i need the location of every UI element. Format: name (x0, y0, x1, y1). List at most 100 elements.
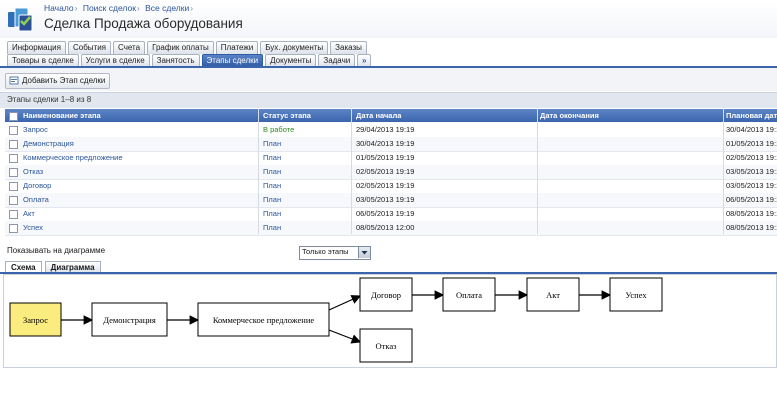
flow-node-label: Отказ (376, 341, 398, 351)
stage-name-link[interactable]: Договор (23, 181, 52, 190)
stage-status[interactable]: План (263, 223, 282, 232)
column-header-name[interactable]: Наименование этапа (23, 111, 101, 120)
table-row[interactable]: Отказ План 02/05/2013 19:19 03/05/2013 19:1… (5, 165, 777, 180)
stage-planned-date: 08/05/2013 19:19 (726, 209, 777, 218)
stage-end-date (540, 193, 720, 207)
column-header-planned-date[interactable]: Плановая дата (726, 111, 777, 120)
flow-node-act[interactable] (526, 277, 580, 312)
flow-node-success[interactable] (609, 277, 663, 312)
flow-node-contract[interactable] (359, 277, 413, 312)
flow-node-demo[interactable] (91, 302, 168, 337)
breadcrumb-search-deals[interactable]: Поиск сделок (82, 3, 136, 13)
tab-deal-products[interactable]: Товары в сделке (7, 54, 79, 67)
add-stage-button[interactable]: Добавить Этап сделки (5, 73, 111, 89)
stage-planned-date: 08/05/2013 19:19 (726, 223, 777, 232)
stage-status[interactable]: План (263, 195, 282, 204)
dropdown-arrow-icon[interactable] (358, 247, 370, 258)
stage-end-date (540, 151, 720, 165)
flow-node-label: Успех (625, 290, 647, 300)
add-document-icon (9, 76, 19, 85)
column-header-status[interactable]: Статус этапа (263, 111, 311, 120)
diagram-tabs: Схема Диаграмма (5, 261, 101, 273)
stage-end-date (540, 137, 720, 151)
table-row[interactable]: Коммерческое предложение План 01/05/2013 1… (5, 151, 777, 166)
page-header (0, 0, 777, 38)
flow-node-label: Оплата (456, 290, 482, 300)
stage-status[interactable]: План (263, 167, 282, 176)
tab-invoices[interactable]: Счета (113, 41, 146, 54)
select-all-checkbox[interactable] (9, 112, 18, 121)
tab-deal-services[interactable]: Услуги в сделке (80, 54, 150, 67)
flow-node-payment[interactable] (442, 277, 496, 312)
stage-name-link[interactable]: Коммерческое предложение (23, 153, 123, 162)
stage-start-date: 01/05/2013 19:19 (356, 153, 415, 162)
row-checkbox[interactable] (9, 224, 18, 233)
row-checkbox[interactable] (9, 182, 18, 191)
tab-payment-schedule[interactable]: График оплаты (147, 41, 214, 54)
page-footer-area (0, 368, 777, 419)
flow-arrow (328, 295, 362, 311)
tab-occupancy[interactable]: Занятость (151, 54, 200, 67)
stage-planned-date: 03/05/2013 19:19 (726, 167, 777, 176)
double-chevron-down-icon[interactable]: » (357, 54, 372, 67)
stage-status[interactable]: План (263, 181, 282, 190)
tab-accounting-docs[interactable]: Бух. документы (260, 41, 329, 54)
stage-start-date: 08/05/2013 12:00 (356, 223, 415, 232)
column-divider (258, 109, 259, 234)
diagram-mode-value: Только этапы (302, 247, 349, 256)
row-checkbox[interactable] (9, 196, 18, 205)
tab-orders[interactable]: Заказы (330, 41, 367, 54)
tab-tasks[interactable]: Задачи (318, 54, 356, 67)
stage-flow-diagram: Запрос Демонстрация Коммерческое предлож… (9, 277, 663, 363)
app-logo-icon (8, 7, 33, 32)
tab-divider (0, 66, 777, 68)
row-checkbox[interactable] (9, 154, 18, 163)
stage-status[interactable]: План (263, 209, 282, 218)
flow-node-request[interactable] (9, 302, 62, 337)
stage-name-link[interactable]: Акт (23, 209, 35, 218)
flow-node-label: Договор (371, 290, 401, 300)
stage-name-link[interactable]: Успех (23, 223, 43, 232)
flow-node-proposal[interactable] (197, 302, 330, 337)
diagram-mode-select[interactable] (299, 246, 371, 260)
tab-diagram[interactable]: Диаграмма (44, 261, 101, 273)
tab-scheme[interactable]: Схема (5, 261, 42, 273)
tab-payments[interactable]: Платежи (215, 41, 259, 54)
stage-start-date: 02/05/2013 19:19 (356, 181, 415, 190)
page-title: Сделка Продажа оборудования (44, 16, 243, 31)
stage-start-date: 02/05/2013 19:19 (356, 167, 415, 176)
row-checkbox[interactable] (9, 168, 18, 177)
stage-end-date (540, 207, 720, 221)
stage-name-link[interactable]: Запрос (23, 125, 48, 134)
table-row[interactable]: Успех План 08/05/2013 12:00 08/05/2013 19:1… (5, 221, 777, 236)
stage-status[interactable]: План (263, 139, 282, 148)
stage-name-link[interactable]: Оплата (23, 195, 49, 204)
row-checkbox[interactable] (9, 210, 18, 219)
stage-end-date (540, 123, 720, 137)
stage-status[interactable]: План (263, 153, 282, 162)
row-checkbox[interactable] (9, 140, 18, 149)
breadcrumb: Начало› Поиск сделок› Все сделки› (44, 3, 196, 13)
column-header-start-date[interactable]: Дата начала (356, 111, 402, 120)
flow-node-refusal[interactable] (359, 328, 413, 363)
stage-name-link[interactable]: Демонстрация (23, 139, 74, 148)
column-header-end-date[interactable]: Дата окончания (540, 111, 599, 120)
breadcrumb-home[interactable]: Начало (44, 3, 74, 13)
row-checkbox[interactable] (9, 126, 18, 135)
stage-end-date (540, 165, 720, 179)
tab-documents[interactable]: Документы (265, 54, 317, 67)
tab-info[interactable]: Информация (7, 41, 66, 54)
column-divider (537, 109, 538, 234)
stage-planned-date: 06/05/2013 19:19 (726, 195, 777, 204)
record-count: Этапы сделки 1–8 из 8 (7, 95, 92, 104)
tab-events[interactable]: События (67, 41, 112, 54)
breadcrumb-all-deals[interactable]: Все сделки (145, 3, 190, 13)
stage-name-link[interactable]: Отказ (23, 167, 44, 176)
breadcrumb-separator-icon: › (74, 3, 78, 13)
tab-deal-stages[interactable]: Этапы сделки (201, 54, 264, 67)
